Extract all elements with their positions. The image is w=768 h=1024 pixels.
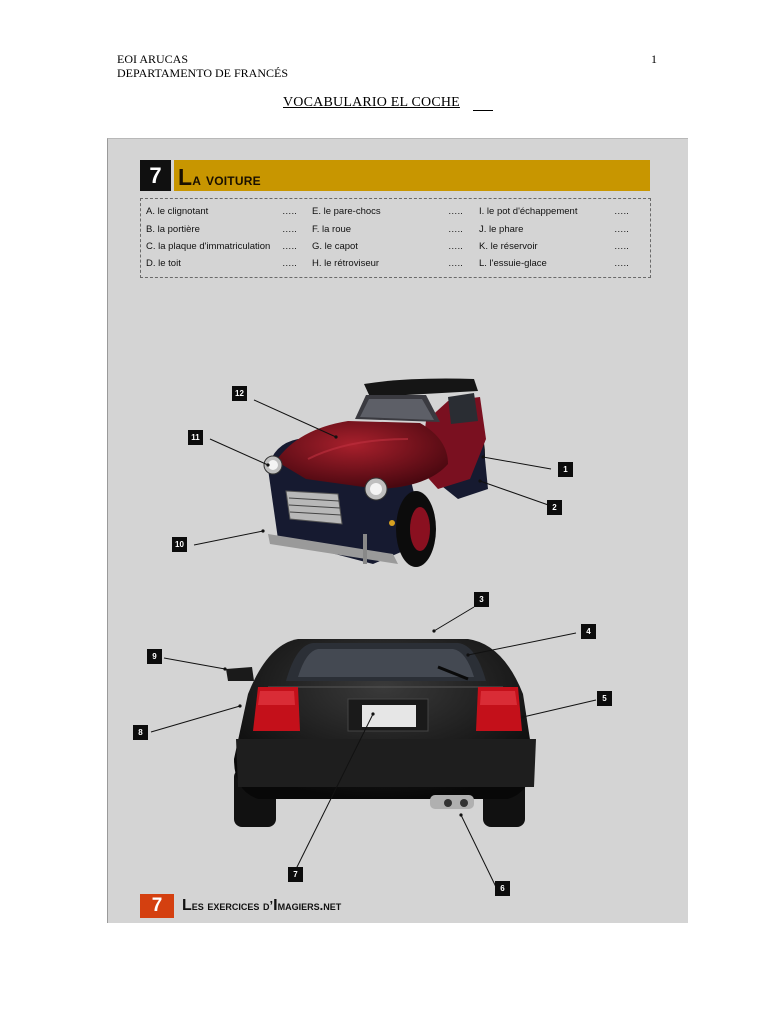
- vocab-blank: …..: [614, 258, 629, 269]
- worksheet-number: 7: [140, 160, 171, 191]
- school-name: EOI ARUCAS: [117, 52, 189, 66]
- vocab-blank: …..: [282, 241, 297, 252]
- footer-initial-i: I: [273, 897, 278, 914]
- vocab-blank: …..: [614, 241, 629, 252]
- vocab-blank: …..: [282, 224, 297, 235]
- label-6: 6: [495, 881, 510, 896]
- leader-lines: [150, 399, 597, 888]
- footer-initial-l: L: [182, 897, 192, 914]
- vocabulary-box: A. le clignotant ….. B. la portière ….. …: [140, 198, 651, 278]
- title-underline-extension: [473, 110, 493, 111]
- department-name: DEPARTAMENTO DE FRANCÉS: [117, 66, 289, 80]
- footer-number-badge: 7: [140, 894, 174, 918]
- vocab-item: K. le réservoir: [479, 241, 538, 252]
- vocab-blank: …..: [448, 241, 463, 252]
- vocab-blank: …..: [448, 258, 463, 269]
- footer-text-part: es exercices d’: [191, 898, 274, 913]
- label-7: 7: [288, 867, 303, 882]
- car-illustrations: [150, 378, 597, 888]
- vocab-item: H. le rétroviseur: [312, 258, 380, 269]
- label-5: 5: [597, 691, 612, 706]
- vocab-item: B. la portière: [146, 224, 200, 235]
- worksheet-title: La voiture: [178, 164, 261, 191]
- label-2: 2: [547, 500, 562, 515]
- vocab-item: G. le capot: [312, 241, 358, 252]
- footer-text-rest: magiers.net: [277, 898, 342, 913]
- vocab-item: E. le pare-chocs: [312, 206, 381, 217]
- vocab-item: D. le toit: [146, 258, 181, 269]
- title-initial: L: [178, 164, 193, 190]
- label-10: 10: [172, 537, 187, 552]
- vocab-blank: …..: [448, 206, 463, 217]
- vocab-item: L. l'essuie-glace: [479, 258, 547, 269]
- title-rest: a voiture: [192, 170, 261, 189]
- document-title: VOCABULARIO EL COCHE: [283, 95, 460, 110]
- vocab-item: F. la roue: [312, 224, 352, 235]
- vocab-blank: …..: [614, 206, 629, 217]
- vocab-item: C. la plaque d'immatriculation: [146, 241, 271, 252]
- page-number: 1: [651, 52, 657, 66]
- vocab-item: J. le phare: [479, 224, 524, 235]
- label-8: 8: [133, 725, 148, 740]
- vocab-blank: …..: [282, 206, 297, 217]
- vintage-car-illustration: [263, 378, 488, 567]
- modern-car-illustration: [226, 639, 536, 827]
- label-1: 1: [558, 462, 573, 477]
- vocab-blank: …..: [614, 224, 629, 235]
- footer-brand: Les exercices d’Imagiers.net: [182, 897, 341, 915]
- vocab-item: I. le pot d'échappement: [479, 206, 578, 217]
- label-11: 11: [188, 430, 203, 445]
- leader-arrowheads: [223, 435, 525, 817]
- label-9: 9: [147, 649, 162, 664]
- worksheet: 7 La voiture A. le clignotant ….. B. la …: [107, 138, 688, 923]
- vocab-blank: …..: [282, 258, 297, 269]
- vocab-item: A. le clignotant: [146, 206, 209, 217]
- title-band: [174, 160, 650, 191]
- label-12: 12: [232, 386, 247, 401]
- label-4: 4: [581, 624, 596, 639]
- vocab-blank: …..: [448, 224, 463, 235]
- label-3: 3: [474, 592, 489, 607]
